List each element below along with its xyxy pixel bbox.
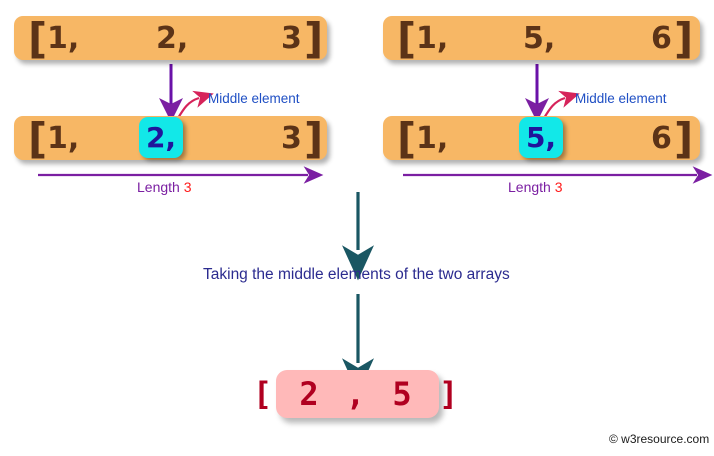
right-input-element-2: 6 [651,21,672,56]
right-length-value: 3 [554,179,563,195]
right-input-element-0: 1, [416,21,449,56]
right-length-label: Length 3 [508,179,563,195]
right-length-word: Length [508,179,555,195]
center-caption: Taking the middle elements of the two ar… [203,266,510,283]
left-hl-first-element: 1, [47,121,80,156]
watermark: © w3resource.com [609,432,710,446]
left-middle-element-highlight: 2, [139,117,183,158]
left-input-close-bracket: ] [304,14,324,63]
result-array-value: [ 2 , 5 ] [252,375,463,413]
left-length-word: Length [137,179,184,195]
right-hl-last-element: 6 [651,121,672,156]
result-array-box: [ 2 , 5 ] [253,370,458,418]
left-length-label: Length 3 [137,179,192,195]
left-input-open-bracket: [ [28,14,48,63]
left-hl-last-element: 3 [281,121,302,156]
right-middle-element-highlight: 5, [519,117,563,158]
right-middle-element-label: Middle element [575,91,667,106]
right-middle-element-value: 5, [525,120,557,154]
left-hl-open-bracket: [ [28,114,48,163]
right-input-open-bracket: [ [397,14,417,63]
left-input-array: [ 1, 2, 3 ] [14,16,327,60]
left-length-value: 3 [183,179,192,195]
right-hl-first-element: 1, [416,121,449,156]
right-hl-open-bracket: [ [397,114,417,163]
left-hl-close-bracket: ] [304,114,324,163]
right-input-array: [ 1, 5, 6 ] [383,16,700,60]
left-input-element-1: 2, [156,21,189,56]
left-input-element-2: 3 [281,21,302,56]
left-middle-element-value: 2, [145,120,177,154]
left-middle-element-label: Middle element [208,91,300,106]
right-hl-close-bracket: ] [674,114,694,163]
right-input-element-1: 5, [523,21,556,56]
left-input-element-0: 1, [47,21,80,56]
right-input-close-bracket: ] [674,14,694,63]
